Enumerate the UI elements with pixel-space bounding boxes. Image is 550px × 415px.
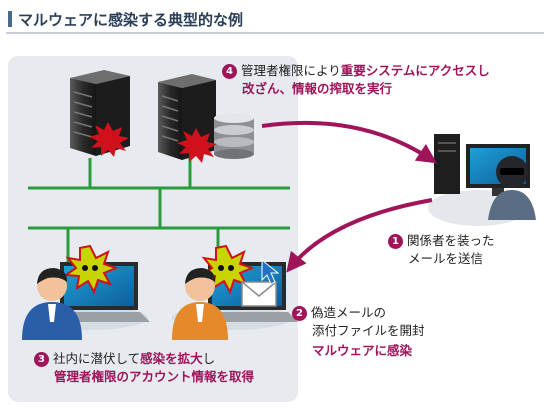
diagram-title: マルウェアに感染する典型的な例 [18,11,244,29]
step-4-number: 4 [222,64,237,79]
step-1-number: 1 [388,234,403,249]
step-2-line2: 添付ファイルを開封 [312,323,425,338]
arrow-email-to-pc [286,198,433,273]
attacker-icon [488,156,536,220]
mouse-cursor-icon [261,258,280,285]
step-1-line2: メールを送信 [408,251,484,266]
database-icon [214,113,254,159]
step-2-number: 2 [292,306,307,321]
employee-avatar-icon [22,268,82,340]
step-3-number: 3 [34,352,49,367]
infection-burst-icon [89,122,129,157]
step-4-line2: 改ざん、情報の搾取を実行 [242,81,393,96]
mail-attachment-icon [241,281,277,307]
arrow-to-attacker [261,120,437,164]
title-bar: マルウェアに感染する典型的な例 [6,8,544,34]
employee-avatar-icon [172,268,228,340]
step-3-line2: 管理者権限のアカウント情報を取得 [54,369,255,384]
network-lines [28,158,290,262]
title-accent-bar [8,11,12,27]
step-2-line3: マルウェアに感染 [312,343,413,358]
malware-burst-icon [63,244,119,295]
infection-burst-icon [177,128,217,163]
